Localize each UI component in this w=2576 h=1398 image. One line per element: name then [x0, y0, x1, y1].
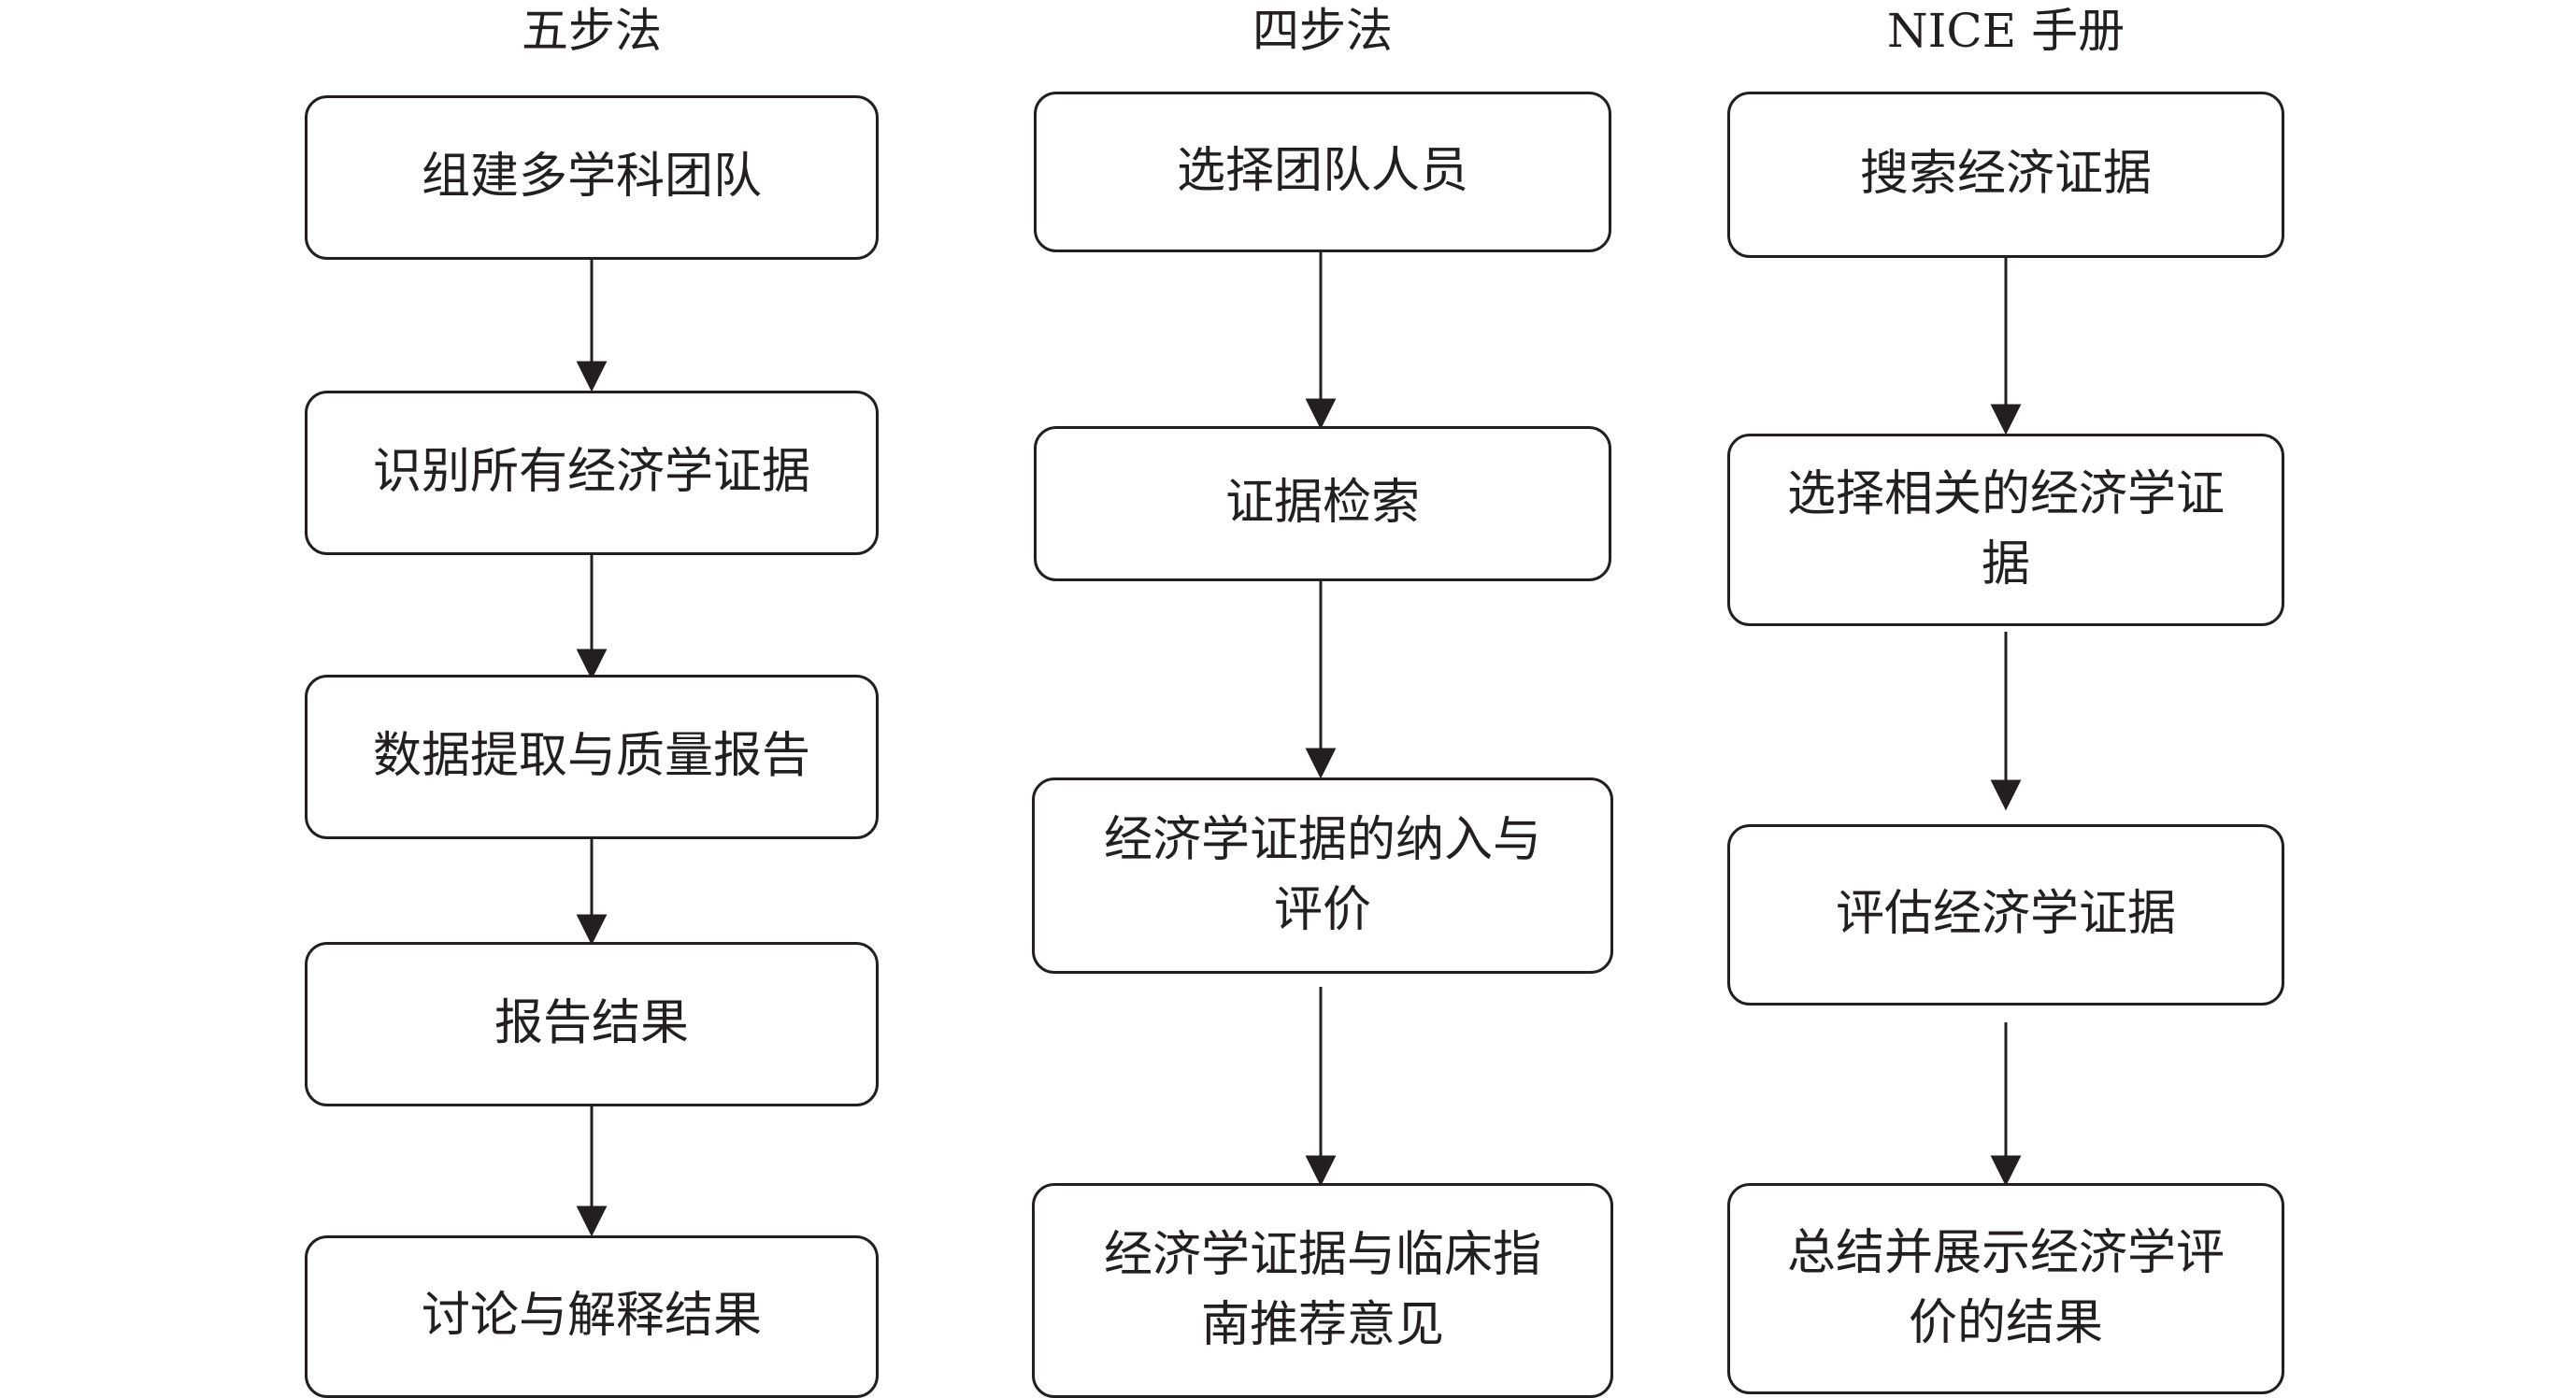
- step-label: 报告结果: [494, 995, 689, 1052]
- step-box-c1-2: 识别所有经济学证据: [305, 391, 879, 555]
- step-label: 证据检索: [1224, 475, 1420, 532]
- step-box-c1-1: 组建多学科团队: [305, 95, 879, 260]
- column-title-five-step: 五步法: [522, 4, 662, 58]
- step-label: 总结并展示经济学评价的结果: [1786, 1224, 2225, 1351]
- step-label: 选择团队人员: [1176, 143, 1468, 200]
- column-title-nice-manual: NICE 手册: [1886, 4, 2125, 58]
- step-box-c2-2: 证据检索: [1034, 426, 1611, 581]
- arrow-c3-2: [1990, 632, 2022, 811]
- step-label: 组建多学科团队: [421, 149, 762, 206]
- step-box-c2-3: 经济学证据的纳入与评价: [1032, 777, 1613, 974]
- step-box-c1-4: 报告结果: [305, 942, 879, 1106]
- step-box-c3-1: 搜索经济证据: [1727, 92, 2284, 258]
- step-label: 讨论与解释结果: [421, 1288, 762, 1345]
- arrow-c1-4: [576, 1106, 608, 1237]
- step-box-c3-2: 选择相关的经济学证据: [1727, 434, 2284, 626]
- column-title-four-step: 四步法: [1252, 4, 1393, 58]
- step-label: 评估经济学证据: [1835, 886, 2176, 943]
- step-label: 选择相关的经济学证据: [1786, 465, 2225, 592]
- step-box-c2-1: 选择团队人员: [1034, 92, 1611, 252]
- step-label: 经济学证据与临床指南推荐意见: [1103, 1226, 1541, 1353]
- step-box-c3-4: 总结并展示经济学评价的结果: [1727, 1183, 2284, 1394]
- step-label: 数据提取与质量报告: [372, 728, 810, 785]
- arrow-c2-1: [1305, 252, 1337, 430]
- arrow-c3-1: [1990, 258, 2022, 435]
- arrow-c1-3: [576, 839, 608, 946]
- arrow-c1-2: [576, 555, 608, 680]
- arrow-c2-2: [1305, 581, 1337, 779]
- step-box-c3-3: 评估经济学证据: [1727, 824, 2284, 1006]
- arrow-c1-1: [576, 260, 608, 392]
- step-box-c1-5: 讨论与解释结果: [305, 1235, 879, 1398]
- arrow-c2-3: [1305, 987, 1337, 1187]
- step-label: 搜索经济证据: [1859, 146, 2152, 203]
- step-box-c1-3: 数据提取与质量报告: [305, 675, 879, 839]
- step-label: 经济学证据的纳入与评价: [1103, 811, 1541, 938]
- step-box-c2-4: 经济学证据与临床指南推荐意见: [1032, 1183, 1613, 1398]
- arrow-c3-3: [1990, 1022, 2022, 1187]
- step-label: 识别所有经济学证据: [372, 444, 810, 501]
